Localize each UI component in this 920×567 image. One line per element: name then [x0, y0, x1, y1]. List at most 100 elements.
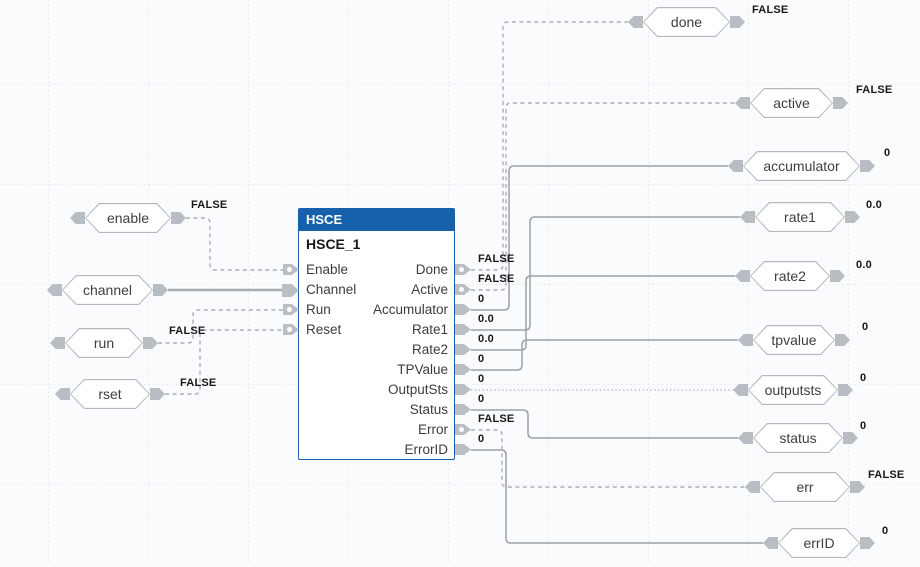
tag-arrow-left-icon[interactable]: [50, 337, 65, 349]
output-pin-errorid[interactable]: [455, 444, 471, 455]
tag-label: rate2: [774, 268, 806, 284]
wire-accumulator[interactable]: [471, 165, 728, 311]
value-badge-rate2: 0.0: [856, 259, 872, 271]
tag-hexagon: rset: [70, 379, 150, 409]
tag-arrow-left-icon[interactable]: [735, 270, 750, 282]
tag-arrow-left-icon[interactable]: [738, 334, 753, 346]
variable-tag-status[interactable]: status: [738, 423, 858, 453]
pin-label-done: Done: [415, 262, 448, 277]
output-pin-active[interactable]: [455, 284, 471, 295]
tag-arrow-right-icon[interactable]: [171, 212, 186, 224]
tag-arrow-right-icon[interactable]: [845, 211, 860, 223]
variable-tag-done[interactable]: done: [628, 7, 745, 37]
tag-arrow-left-icon[interactable]: [745, 481, 760, 493]
tag-arrow-right-icon[interactable]: [143, 337, 158, 349]
pin-value-active: FALSE: [478, 273, 515, 285]
wire-errID[interactable]: [471, 449, 763, 544]
tag-hexagon-fill: [744, 152, 859, 180]
input-pin-run[interactable]: [283, 304, 299, 315]
tag-hexagon: err: [760, 472, 850, 502]
tag-arrow-right-icon[interactable]: [730, 16, 745, 28]
pin-value-rate1: 0.0: [478, 313, 494, 325]
wire-run[interactable]: [158, 309, 284, 344]
function-block-hsce[interactable]: HSCE HSCE_1 Enable Channel Run Reset Don…: [298, 208, 455, 460]
wire-rate2[interactable]: [471, 275, 735, 351]
input-pin-enable[interactable]: [283, 264, 299, 275]
variable-tag-rset[interactable]: rset: [55, 379, 165, 409]
tag-arrow-right-icon[interactable]: [830, 270, 845, 282]
tag-label: rate1: [784, 209, 816, 225]
tag-label: run: [93, 335, 115, 351]
tag-arrow-right-icon[interactable]: [150, 388, 165, 400]
tag-hexagon: enable: [85, 203, 171, 233]
variable-tag-channel[interactable]: channel: [47, 275, 168, 305]
tag-arrow-right-icon[interactable]: [835, 334, 850, 346]
wire-rate1[interactable]: [471, 216, 740, 331]
tag-arrow-right-icon[interactable]: [860, 537, 875, 549]
variable-tag-run[interactable]: run: [50, 328, 158, 358]
tag-arrow-left-icon[interactable]: [733, 384, 748, 396]
tag-arrow-left-icon[interactable]: [738, 432, 753, 444]
tag-hexagon-fill: [66, 329, 142, 357]
value-badge-active: FALSE: [856, 84, 893, 96]
wire-tpvalue[interactable]: [471, 339, 738, 371]
output-pin-accumulator[interactable]: [455, 304, 471, 315]
tag-hexagon: rate2: [750, 261, 830, 291]
variable-tag-active[interactable]: active: [735, 88, 848, 118]
wire-rset[interactable]: [165, 329, 284, 395]
tag-hexagon-fill: [63, 276, 152, 304]
value-badge-enable: FALSE: [191, 199, 228, 211]
value-badge-run: FALSE: [169, 325, 206, 337]
tag-arrow-left-icon[interactable]: [728, 160, 743, 172]
tag-arrow-left-icon[interactable]: [70, 212, 85, 224]
output-pin-rate2[interactable]: [455, 344, 471, 355]
tag-arrow-left-icon[interactable]: [763, 537, 778, 549]
tag-hexagon: status: [753, 423, 843, 453]
pin-value-tpvalue: 0: [478, 353, 485, 365]
tag-arrow-right-icon[interactable]: [843, 432, 858, 444]
tag-arrow-left-icon[interactable]: [55, 388, 70, 400]
tag-arrow-left-icon[interactable]: [628, 16, 643, 28]
wire-done[interactable]: [471, 21, 628, 271]
tag-arrow-left-icon[interactable]: [47, 284, 62, 296]
wire-enable[interactable]: [186, 217, 284, 271]
output-pin-outputsts[interactable]: [455, 384, 471, 395]
wire-status[interactable]: [471, 409, 738, 439]
variable-tag-errID[interactable]: errID: [763, 528, 875, 558]
variable-tag-err[interactable]: err: [745, 472, 865, 502]
input-pin-reset[interactable]: [283, 324, 299, 335]
output-pin-rate1[interactable]: [455, 324, 471, 335]
bool-pin-dot: [459, 287, 464, 292]
value-badge-err: FALSE: [868, 469, 905, 481]
pin-value-outputsts: 0: [478, 373, 485, 385]
block-header[interactable]: HSCE: [299, 209, 454, 231]
tag-hexagon-fill: [761, 473, 849, 501]
value-badge-status: 0: [860, 420, 867, 432]
output-pin-status[interactable]: [455, 404, 471, 415]
tag-arrow-left-icon[interactable]: [735, 97, 750, 109]
tag-arrow-right-icon[interactable]: [153, 284, 168, 296]
pin-label-tpvalue: TPValue: [397, 362, 448, 377]
tag-label: rset: [98, 386, 122, 402]
variable-tag-outputsts[interactable]: outputsts: [733, 375, 853, 405]
variable-tag-tpvalue[interactable]: tpvalue: [738, 325, 850, 355]
input-pin-channel[interactable]: [282, 284, 299, 297]
variable-tag-accumulator[interactable]: accumulator: [728, 151, 875, 181]
output-pin-error[interactable]: [455, 424, 471, 435]
output-pin-done[interactable]: [455, 264, 471, 275]
tag-hexagon: errID: [778, 528, 860, 558]
variable-tag-enable[interactable]: enable: [70, 203, 186, 233]
tag-arrow-left-icon[interactable]: [740, 211, 755, 223]
tag-hexagon: tpvalue: [753, 325, 835, 355]
tag-arrow-right-icon[interactable]: [860, 160, 875, 172]
tag-arrow-right-icon[interactable]: [833, 97, 848, 109]
tag-arrow-right-icon[interactable]: [850, 481, 865, 493]
variable-tag-rate1[interactable]: rate1: [740, 202, 860, 232]
tag-arrow-right-icon[interactable]: [838, 384, 853, 396]
wire-active[interactable]: [471, 102, 735, 291]
variable-tag-rate2[interactable]: rate2: [735, 261, 845, 291]
output-pin-tpvalue[interactable]: [455, 364, 471, 375]
tag-label: accumulator: [763, 158, 840, 174]
tag-hexagon: rate1: [755, 202, 845, 232]
